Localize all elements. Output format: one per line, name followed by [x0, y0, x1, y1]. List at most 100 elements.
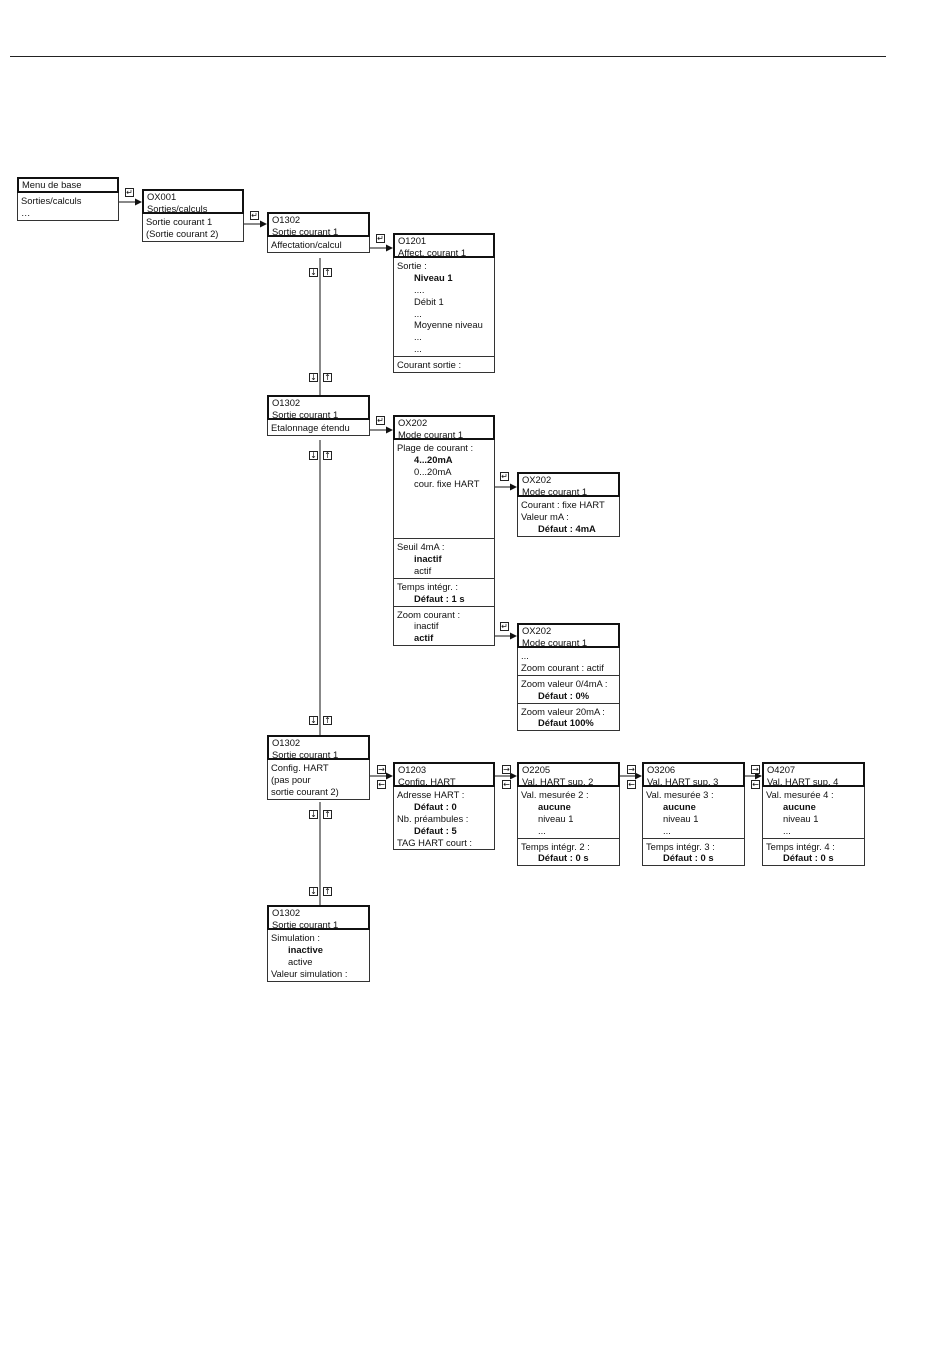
menu-line[interactable]: Défaut : 1 s — [414, 592, 465, 604]
menu-line[interactable]: … — [21, 206, 31, 218]
menu-line[interactable]: Sortie courant 1 — [146, 216, 213, 227]
menu-line[interactable]: ... — [521, 650, 529, 661]
menu-line[interactable]: ... — [414, 307, 422, 319]
menu-line[interactable]: Moyenne niveau — [414, 319, 483, 331]
menu-line[interactable]: 4...20mA — [414, 453, 453, 465]
box-code: O1302 — [272, 907, 301, 918]
menu-line[interactable]: .... — [414, 283, 425, 295]
box-section: Affectation/calcul — [268, 237, 369, 252]
menu-line[interactable]: Courant sortie : — [397, 359, 462, 371]
menu-line[interactable]: Seuil 4mA : — [397, 541, 445, 553]
menu-line[interactable]: Affectation/calcul — [271, 239, 342, 250]
menu-line[interactable]: Défaut : 0 s — [538, 852, 589, 864]
menu-line[interactable]: Valeur mA : — [521, 510, 569, 522]
menu-line[interactable]: Défaut : 4mA — [538, 522, 596, 534]
menu-line[interactable]: Zoom courant : — [397, 608, 461, 620]
menu-line[interactable]: TAG HART court : — [397, 836, 473, 848]
menu-line[interactable]: Zoom valeur 0/4mA : — [521, 677, 608, 689]
menu-line[interactable]: active — [288, 955, 313, 967]
left-arrow-key-icon: ← — [377, 780, 386, 789]
menu-line[interactable]: actif — [414, 564, 432, 576]
menu-line[interactable]: Adresse HART : — [397, 789, 465, 800]
menu-line[interactable]: Config. HART — [271, 762, 329, 773]
menu-line[interactable] — [397, 513, 491, 525]
menu-line[interactable]: ... — [414, 343, 422, 355]
menu-line[interactable]: sortie courant 2) — [271, 785, 339, 797]
menu-line[interactable]: actif — [414, 632, 434, 644]
menu-line[interactable] — [397, 501, 491, 513]
box-title: Val. HART sup. 3 — [647, 775, 719, 787]
menu-line[interactable]: Val. mesurée 4 : — [766, 789, 834, 800]
box-header: Menu de base — [17, 177, 119, 193]
menu-line[interactable]: Niveau 1 — [414, 271, 453, 283]
menu-line[interactable]: Débit 1 — [414, 295, 444, 307]
menu-line[interactable]: Valeur simulation : — [271, 967, 348, 979]
menu-line[interactable]: Temps intégr. 4 : — [766, 840, 835, 852]
menu-line[interactable]: Etalonnage étendu — [271, 422, 350, 433]
menu-line[interactable]: aucune — [663, 800, 696, 812]
menu-line[interactable]: Nb. préambules : — [397, 812, 469, 824]
menu-line[interactable]: Défaut : 0% — [538, 689, 590, 701]
up-arrow-key-icon: ↑ — [323, 887, 332, 896]
menu-line[interactable]: (pas pour — [271, 773, 311, 785]
menu-line[interactable]: ... — [538, 824, 546, 836]
box-title: Mode courant 1 — [522, 485, 588, 497]
menu-line[interactable]: Val. mesurée 3 : — [646, 789, 714, 800]
menu-line[interactable]: Val. mesurée 2 : — [521, 789, 589, 800]
menu-line[interactable]: inactif — [414, 620, 439, 632]
menu-line[interactable]: inactive — [288, 943, 323, 955]
box-title: Val. HART sup. 4 — [767, 775, 839, 787]
menu-line[interactable]: ... — [783, 824, 791, 836]
menu-line[interactable]: 0...20mA — [414, 465, 452, 477]
menu-line[interactable]: Défaut 100% — [538, 717, 594, 729]
menu-line[interactable]: Défaut : 0 — [414, 800, 457, 812]
menu-line[interactable]: Défaut : 0 s — [783, 852, 834, 864]
menu-line[interactable]: (Sortie courant 2) — [146, 227, 219, 239]
menu-line[interactable]: niveau 1 — [538, 812, 574, 824]
menu-line[interactable]: ... — [663, 824, 671, 836]
menu-line[interactable]: Courant : fixe HART — [521, 499, 605, 510]
menu-line[interactable]: ... — [414, 331, 422, 343]
menu-line[interactable] — [397, 490, 491, 502]
menu-line[interactable]: Simulation : — [271, 932, 320, 943]
menu-line[interactable]: Défaut : 0 s — [663, 852, 714, 864]
menu-line[interactable]: aucune — [783, 800, 816, 812]
menu-line[interactable] — [397, 525, 491, 537]
menu-line[interactable]: aucune — [538, 800, 571, 812]
menu-line[interactable]: Sorties/calculs — [21, 195, 82, 206]
menu-line[interactable]: cour. fixe HART — [414, 477, 480, 489]
box-title: Mode courant 1 — [398, 428, 464, 440]
menu-line[interactable]: Zoom courant : actif — [521, 661, 604, 673]
menu-line[interactable]: Temps intégr. 3 : — [646, 840, 715, 852]
menu-line[interactable]: niveau 1 — [663, 812, 699, 824]
menu-line[interactable]: Temps intégr. : — [397, 580, 458, 592]
up-arrow-key-icon: ↑ — [323, 451, 332, 460]
menu-line[interactable]: Défaut : 5 — [414, 824, 457, 836]
menu-line[interactable]: Temps intégr. 2 : — [521, 840, 590, 852]
right-arrow-key-icon: → — [627, 765, 636, 774]
menu-line[interactable]: Sortie : — [397, 260, 427, 271]
menu-line[interactable]: Zoom valeur 20mA : — [521, 705, 605, 717]
menu-line[interactable]: Plage de courant : — [397, 442, 474, 453]
menu-line[interactable]: inactif — [414, 553, 442, 565]
menu-line[interactable]: niveau 1 — [783, 812, 819, 824]
